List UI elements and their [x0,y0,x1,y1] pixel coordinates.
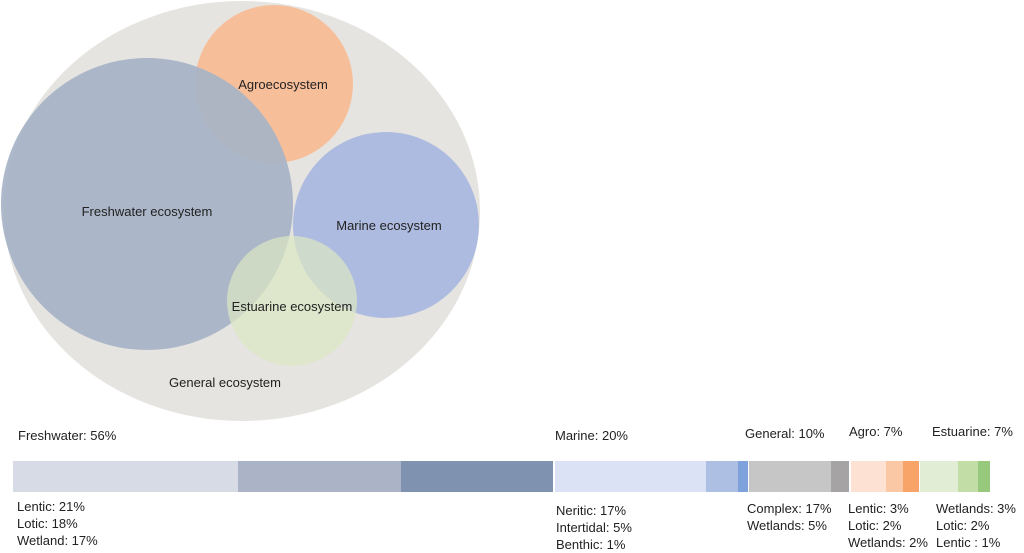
estuarine-ecosystem-label: Estuarine ecosystem [232,299,353,314]
general-wetlands-segment [831,461,849,492]
marine-benthic-segment [738,461,748,492]
freshwater-wetland-segment [401,461,553,492]
freshwater-lotic-label: Lotic: 18% [17,516,78,531]
freshwater-lentic-segment [13,461,238,492]
estuarine-lentic-label: Lentic : 1% [936,535,1001,550]
agro-lentic-label: Lentic: 3% [848,501,909,516]
freshwater-sublabels: Lentic: 21% Lotic: 18% Wetland: 17% [17,498,98,549]
agroecosystem-label: Agroecosystem [238,77,328,92]
freshwater-category-label: Freshwater: 56% [18,428,117,443]
freshwater-lentic-label: Lentic: 21% [17,499,85,514]
agro-lentic-segment [851,461,886,492]
agro-wetlands-label: Wetlands: 2% [848,535,928,550]
agro-category-label: Agro: 7% [849,424,903,439]
marine-sublabels: Neritic: 17% Intertidal: 5% Benthic: 1% [556,502,632,553]
marine-intertidal-segment [706,461,738,492]
freshwater-wetland-label: Wetland: 17% [17,533,98,548]
general-wetlands-label: Wetlands: 5% [747,518,827,533]
estuarine-lotic-segment [958,461,978,492]
marine-category-label: Marine: 20% [555,428,628,443]
marine-neritic-segment [555,461,706,492]
general-complex-segment [749,461,831,492]
agro-bar [851,461,919,492]
estuarine-lentic-segment [978,461,990,492]
freshwater-bar [13,461,553,492]
freshwater-lotic-segment [238,461,401,492]
marine-intertidal-label: Intertidal: 5% [556,520,632,535]
agro-lotic-segment [886,461,903,492]
estuarine-sublabels: Wetlands: 3% Lotic: 2% Lentic : 1% [936,500,1016,551]
general-sublabels: Complex: 17% Wetlands: 5% [747,500,832,534]
estuarine-category-label: Estuarine: 7% [932,424,1013,439]
general-ecosystem-label: General ecosystem [169,375,281,390]
marine-bar [555,461,748,492]
marine-benthic-label: Benthic: 1% [556,537,626,552]
agro-sublabels: Lentic: 3% Lotic: 2% Wetlands: 2% [848,500,928,551]
freshwater-ecosystem-circle [1,58,293,350]
marine-ecosystem-label: Marine ecosystem [336,218,441,233]
general-bar [749,461,849,492]
estuarine-wetlands-label: Wetlands: 3% [936,501,1016,516]
agro-lotic-label: Lotic: 2% [848,518,902,533]
agro-wetlands-segment [903,461,919,492]
marine-neritic-label: Neritic: 17% [556,503,627,518]
estuarine-wetlands-segment [920,461,958,492]
estuarine-lotic-label: Lotic: 2% [936,518,990,533]
general-complex-label: Complex: 17% [747,501,832,516]
freshwater-ecosystem-label: Freshwater ecosystem [82,204,213,219]
general-category-label: General: 10% [745,426,825,441]
estuarine-bar [920,461,990,492]
estuarine-ecosystem-circle [227,236,357,366]
